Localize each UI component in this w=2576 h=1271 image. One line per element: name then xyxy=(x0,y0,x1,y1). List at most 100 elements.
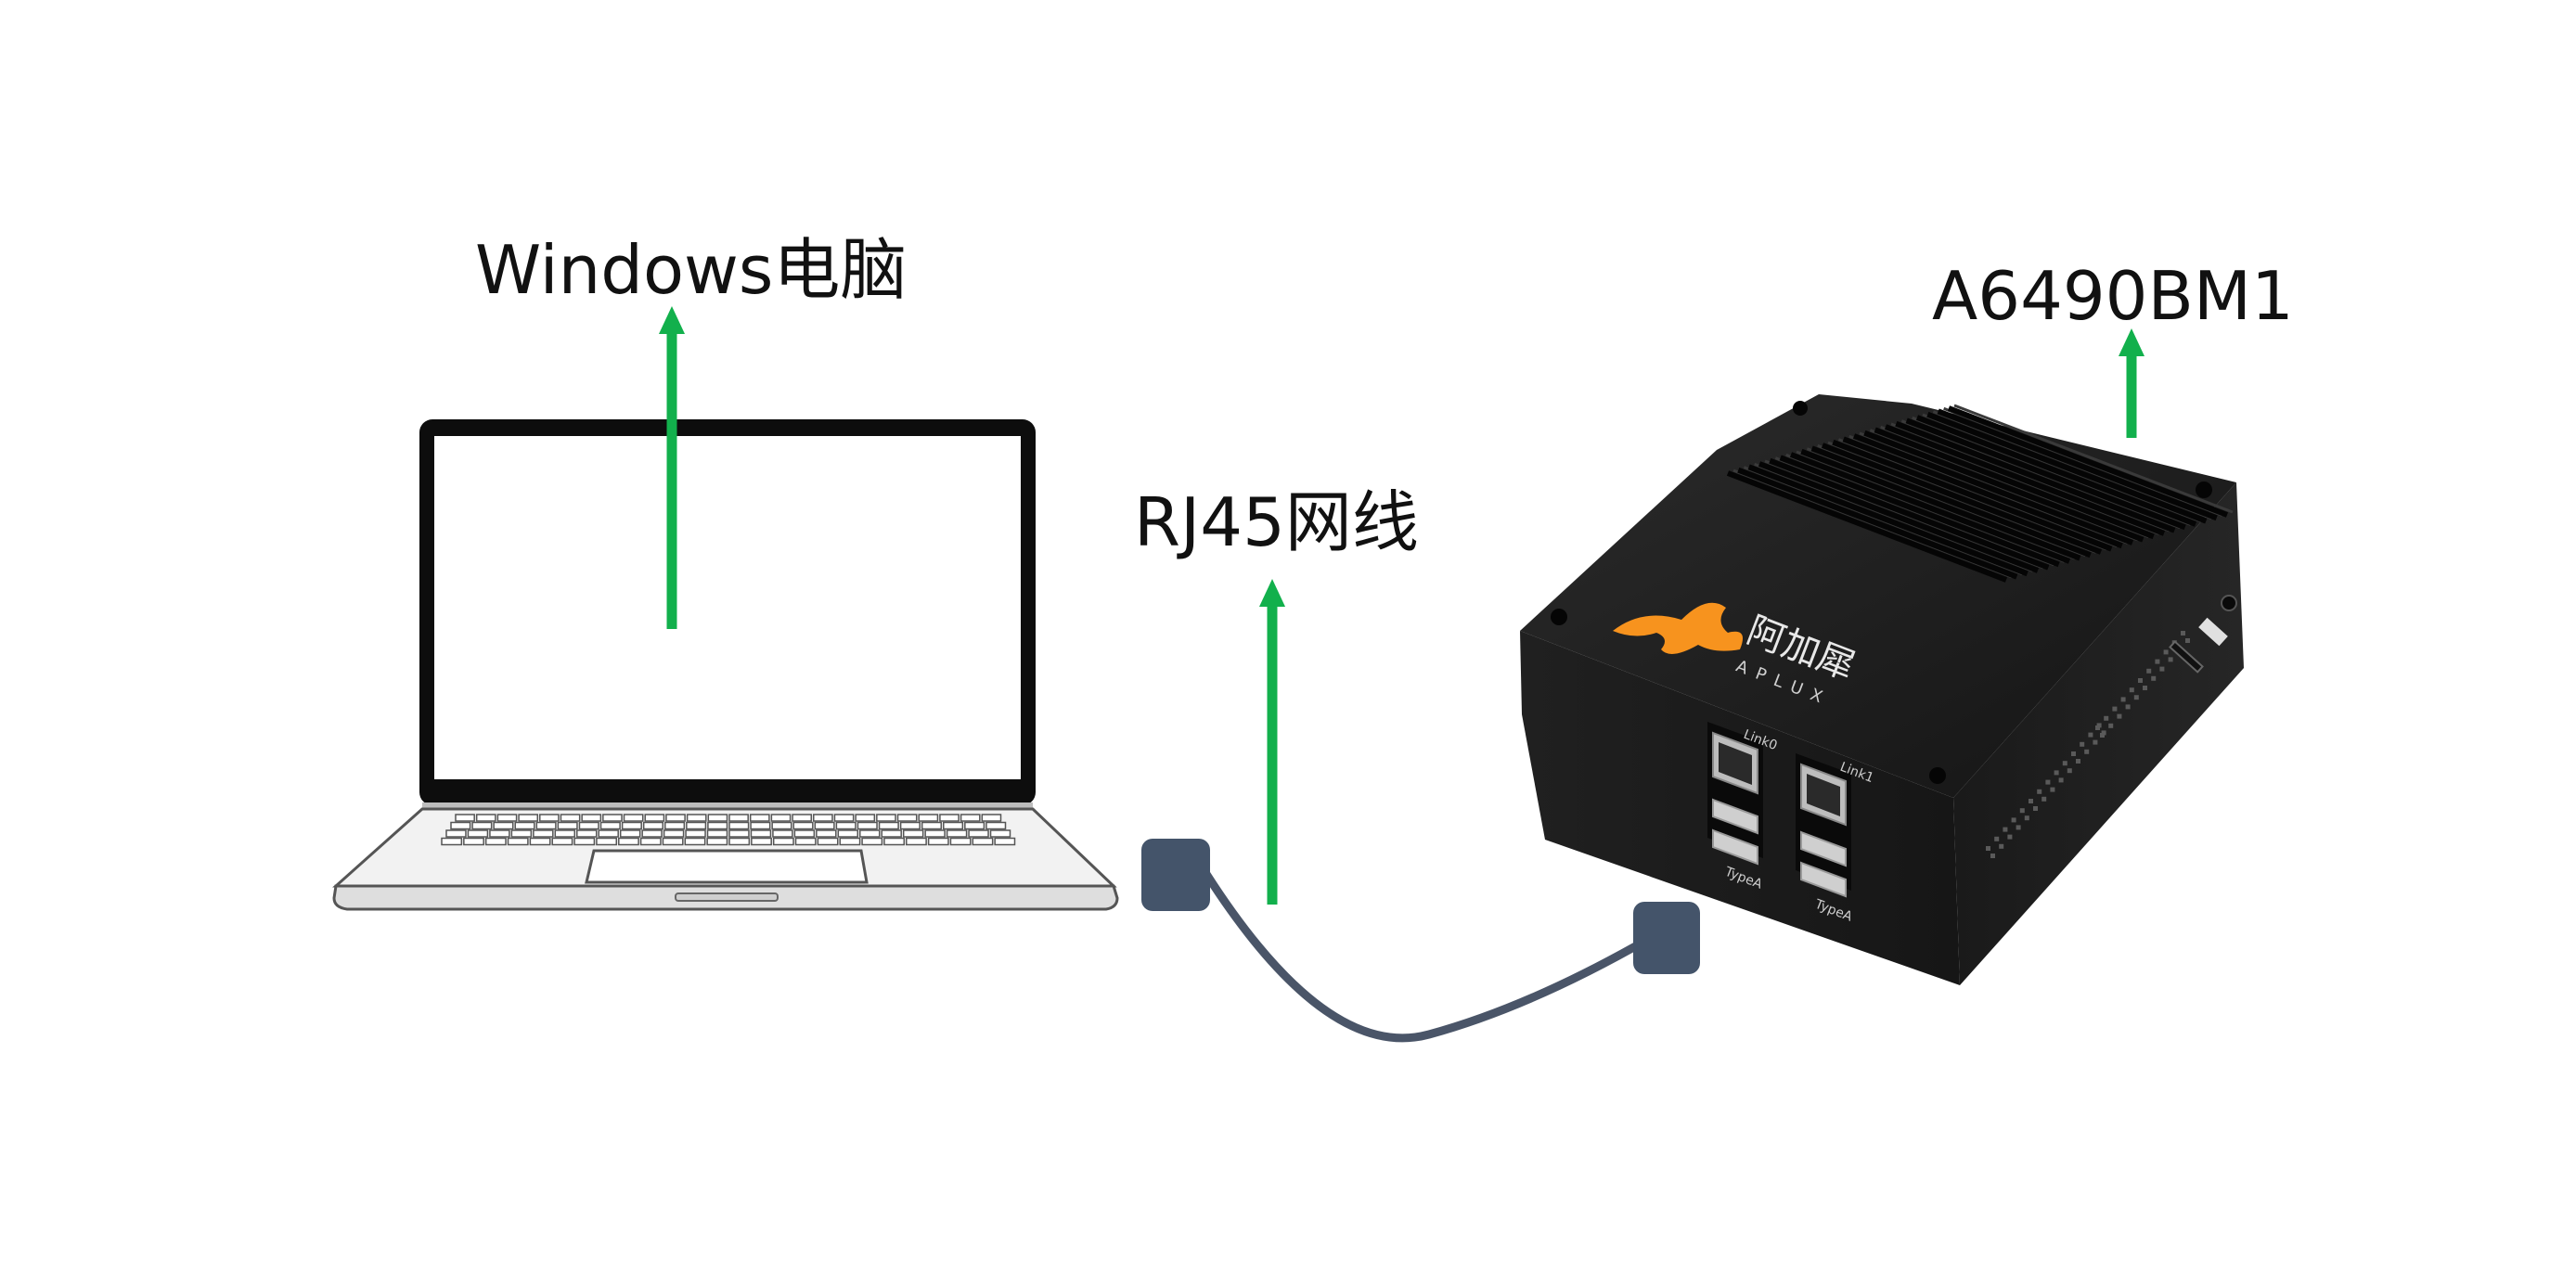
arrow-head xyxy=(659,306,685,334)
header-pin xyxy=(2125,704,2131,710)
heatsink-fin xyxy=(1789,452,2071,564)
header-pin xyxy=(2133,695,2139,700)
device-screw xyxy=(1929,767,1946,784)
device-screw xyxy=(1793,401,1808,416)
arrow-cable xyxy=(1259,579,1285,905)
keyboard-key xyxy=(861,837,883,846)
rj45-cable xyxy=(1141,839,1700,1043)
usb-port-icon xyxy=(1712,798,1758,835)
keyboard-key xyxy=(728,829,750,838)
header-pin xyxy=(2151,675,2157,681)
keyboard-key xyxy=(706,829,728,838)
keyboard-key xyxy=(463,837,484,846)
keyboard-key xyxy=(518,814,539,822)
header-pin xyxy=(2101,730,2106,736)
device-screw xyxy=(1551,609,1567,625)
keyboard-key xyxy=(772,829,793,838)
port-group-link1: Link1 TypeA xyxy=(1796,753,1875,925)
keyboard-key xyxy=(749,814,770,822)
keyboard-key xyxy=(554,829,576,838)
keyboard-key xyxy=(833,814,855,822)
keyboard-key xyxy=(968,829,989,838)
keyboard-key xyxy=(927,837,949,846)
keyboard-key xyxy=(539,814,560,822)
device-gpio-headers xyxy=(1986,631,2190,858)
keyboard-key xyxy=(484,837,507,846)
keyboard-key xyxy=(792,814,813,822)
heatsink-fin xyxy=(1737,467,2018,580)
heatsink-fin xyxy=(1726,470,2008,583)
header-pin xyxy=(2024,815,2029,821)
keyboard-key xyxy=(816,829,837,838)
keyboard-key xyxy=(619,829,641,838)
header-pin xyxy=(2019,808,2025,814)
keyboard-key xyxy=(814,821,835,830)
cable-line xyxy=(1202,869,1656,1043)
keyboard-key xyxy=(939,814,960,822)
keyboard-key xyxy=(665,814,686,822)
heatsink-fin xyxy=(1863,430,2145,543)
heatsink-fin xyxy=(1800,448,2081,561)
header-pin xyxy=(2080,741,2085,747)
label-rj45-cable: RJ45网线 xyxy=(1134,483,1419,561)
keyboard-key xyxy=(573,837,596,846)
keyboard-key xyxy=(578,821,599,830)
keyboard-key xyxy=(599,821,621,830)
keyboard-key xyxy=(817,837,839,846)
header-pin xyxy=(2071,751,2076,756)
header-pin xyxy=(2096,723,2102,728)
arrow-head xyxy=(2119,328,2145,356)
rj45-connector-right xyxy=(1633,902,1700,974)
keyboard-key xyxy=(896,814,918,822)
keyboard-key xyxy=(662,837,684,846)
keyboard-key xyxy=(972,837,994,846)
keyboard-key xyxy=(644,814,665,822)
heatsink-fin xyxy=(1747,464,2029,577)
keyboard-key xyxy=(964,821,985,830)
heatsink-fin xyxy=(1852,433,2134,546)
header-pin xyxy=(2181,631,2185,636)
heatsink-fin xyxy=(1947,405,2229,518)
laptop-trackpad xyxy=(585,849,869,884)
keyboard-key xyxy=(792,821,814,830)
keyboard-key xyxy=(855,814,876,822)
keyboard-key xyxy=(598,829,619,838)
keyboard-key xyxy=(551,837,573,846)
header-pin xyxy=(2041,796,2047,802)
keyboard-key xyxy=(985,821,1007,830)
keyboard-key xyxy=(686,821,707,830)
keyboard-key xyxy=(857,821,878,830)
laptop-hinge xyxy=(422,802,1033,812)
heatsink-fin xyxy=(1769,457,2050,571)
laptop-screen xyxy=(434,436,1021,779)
heatsink-fin xyxy=(1758,461,2040,573)
keyboard-key xyxy=(529,837,551,846)
header-pin xyxy=(2050,787,2055,792)
keyboard-key xyxy=(621,821,642,830)
keyboard-key xyxy=(664,821,686,830)
header-pin xyxy=(2003,827,2008,832)
header-pin xyxy=(2104,715,2109,721)
heatsink-fin xyxy=(1821,443,2103,555)
header-pin xyxy=(2076,759,2080,764)
keyboard-key xyxy=(707,821,728,830)
keyboard-key xyxy=(507,837,529,846)
keyboard-key xyxy=(839,837,861,846)
header-pin xyxy=(2159,666,2165,672)
keyboard-key xyxy=(750,829,772,838)
usb-port-icon xyxy=(1800,861,1847,898)
header-pin xyxy=(2016,825,2021,830)
laptop-illustration xyxy=(332,419,1119,911)
keyboard-key xyxy=(876,814,896,822)
keyboard-key xyxy=(514,821,535,830)
keyboard-key xyxy=(535,821,557,830)
keyboard-key xyxy=(441,837,463,846)
keyboard-key xyxy=(793,829,816,838)
keyboard-key xyxy=(684,837,706,846)
keyboard-key xyxy=(493,821,514,830)
keyboard-key xyxy=(602,814,623,822)
header-pin xyxy=(1990,854,1995,858)
header-pin xyxy=(2120,697,2126,702)
keyboard-key xyxy=(475,814,496,822)
keyboard-key xyxy=(641,829,663,838)
